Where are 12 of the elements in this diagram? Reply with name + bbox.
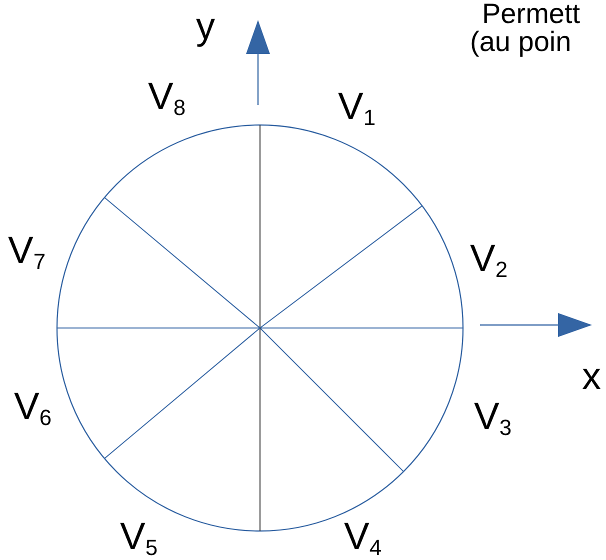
- axis-label: x: [582, 358, 601, 396]
- vector-label: V$_{4}$: [344, 518, 382, 559]
- vector-label: V$_{3}$: [474, 398, 512, 439]
- vector-label: V$_{5}$: [120, 518, 158, 559]
- note-text: (au poin: [470, 28, 572, 56]
- note-text: Permett: [482, 0, 580, 28]
- vector-label: V$_{8}$: [148, 78, 186, 119]
- vector-label: V$_{2}$: [470, 240, 508, 281]
- axis-label: y: [196, 8, 215, 46]
- vector-label: V$_{7}$: [8, 232, 46, 273]
- vector-label: V$_{1}$: [338, 88, 376, 129]
- vector-label: V$_{6}$: [14, 388, 52, 429]
